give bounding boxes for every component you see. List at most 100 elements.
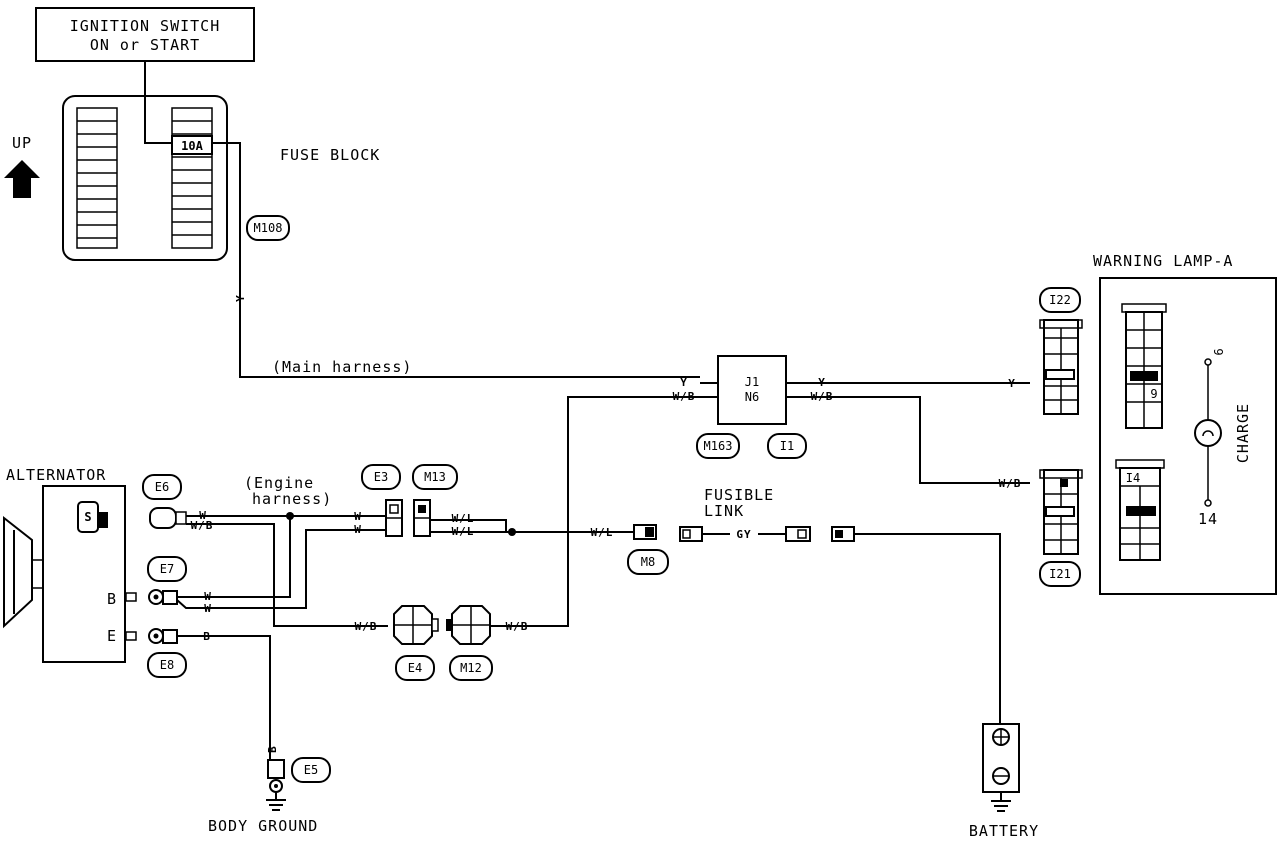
svg-text:B: B bbox=[266, 745, 279, 753]
up-label: UP bbox=[12, 134, 32, 152]
connector-m13-tag: M13 bbox=[412, 464, 458, 490]
svg-text:E8: E8 bbox=[160, 658, 174, 672]
svg-text:M8: M8 bbox=[641, 555, 655, 569]
svg-text:M108: M108 bbox=[254, 221, 283, 235]
connector-e4-tag: E4 bbox=[395, 655, 435, 681]
charge-label: CHARGE bbox=[1234, 403, 1252, 463]
svg-text:W/B: W/B bbox=[191, 519, 214, 532]
battery-ground-icon bbox=[991, 792, 1011, 812]
wire-e7-w-b bbox=[176, 529, 386, 609]
svg-text:B: B bbox=[203, 630, 211, 643]
connector-e7-tag: E7 bbox=[147, 556, 187, 582]
alternator-label: ALTERNATOR bbox=[6, 466, 106, 484]
connector-m13 bbox=[413, 499, 431, 537]
up-arrow-icon bbox=[4, 160, 40, 198]
ignition-switch-state: ON or START bbox=[90, 36, 200, 54]
svg-text:W/B: W/B bbox=[355, 620, 378, 633]
fusible-link-label-1: FUSIBLE bbox=[704, 486, 774, 504]
svg-text:W: W bbox=[204, 590, 212, 603]
svg-text:W: W bbox=[204, 602, 212, 615]
svg-text:W/B: W/B bbox=[506, 620, 529, 633]
pin-14-label: 14 bbox=[1198, 510, 1218, 528]
connector-e4 bbox=[393, 605, 439, 645]
body-ground: B BODY GROUND bbox=[208, 745, 318, 835]
main-harness-label: (Main harness) bbox=[272, 358, 412, 376]
fusible-link-label-2: LINK bbox=[704, 502, 744, 520]
pin-9-connector: 9 bbox=[1150, 387, 1157, 401]
battery: BATTERY bbox=[969, 723, 1039, 840]
svg-text:J1: J1 bbox=[745, 375, 759, 389]
svg-text:W/L: W/L bbox=[591, 526, 614, 539]
svg-text:I1: I1 bbox=[780, 439, 794, 453]
svg-text:E5: E5 bbox=[304, 763, 318, 777]
warning-lamp-label: WARNING LAMP-A bbox=[1093, 252, 1233, 270]
svg-text:N6: N6 bbox=[745, 390, 759, 404]
connector-e3 bbox=[385, 499, 403, 537]
engine-harness-label-1: (Engine bbox=[244, 474, 314, 492]
wire-label-wb-out: W/B bbox=[811, 390, 834, 403]
ground-symbol-icon bbox=[266, 792, 286, 811]
connector-m12 bbox=[446, 605, 491, 645]
connector-i22 bbox=[1039, 319, 1083, 415]
joint-connector: J1 N6 bbox=[717, 355, 787, 425]
fuse-10a-label: 10A bbox=[181, 139, 203, 153]
svg-text:M12: M12 bbox=[460, 661, 482, 675]
svg-text:E4: E4 bbox=[408, 661, 422, 675]
battery-label: BATTERY bbox=[969, 822, 1039, 840]
fuse-column-left bbox=[76, 107, 118, 249]
warning-lamp: WARNING LAMP-A 9 I4 9 14 CHARGE bbox=[1093, 252, 1277, 595]
alternator-e-terminal: E bbox=[107, 627, 117, 645]
svg-text:W: W bbox=[354, 510, 362, 523]
wire-e6-w bbox=[186, 515, 291, 598]
fuse-block-label: FUSE BLOCK bbox=[280, 146, 380, 164]
fuse-column-right: 10A bbox=[171, 107, 213, 249]
wire-e6-wb bbox=[186, 523, 388, 627]
svg-text:W: W bbox=[354, 523, 362, 536]
connector-i21 bbox=[1039, 469, 1083, 555]
ignition-switch: IGNITION SWITCH ON or START bbox=[35, 7, 255, 62]
fusible-link: FUSIBLE LINK GY bbox=[679, 486, 855, 542]
connector-i4-label: I4 bbox=[1126, 471, 1140, 485]
connector-e8 bbox=[148, 628, 178, 644]
ignition-switch-title: IGNITION SWITCH bbox=[70, 17, 220, 35]
svg-text:W: W bbox=[199, 509, 207, 522]
wire-ignition-to-fuse bbox=[144, 61, 172, 144]
up-indicator: UP bbox=[4, 134, 40, 198]
svg-text:W/L: W/L bbox=[452, 512, 475, 525]
body-ground-label: BODY GROUND bbox=[208, 817, 318, 835]
wire-label-y-lamp: Y bbox=[1008, 377, 1016, 390]
connector-e7 bbox=[148, 589, 178, 605]
charge-lamp-icon bbox=[1194, 419, 1222, 447]
connector-m8-tag: M8 bbox=[627, 549, 669, 575]
svg-text:M13: M13 bbox=[424, 470, 446, 484]
svg-text:E7: E7 bbox=[160, 562, 174, 576]
fuse-10a bbox=[171, 135, 213, 155]
connector-m12-tag: M12 bbox=[449, 655, 493, 681]
fuse-block: 10A FUSE BLOCK bbox=[62, 95, 380, 261]
svg-text:M163: M163 bbox=[704, 439, 733, 453]
alternator-b-terminal: B bbox=[107, 590, 117, 608]
connector-e5-tag: E5 bbox=[291, 757, 331, 783]
connector-i22-tag: I22 bbox=[1039, 287, 1081, 313]
connector-m8 bbox=[633, 524, 657, 540]
wire-label-y-in: Y bbox=[680, 376, 688, 389]
pin-9-label: 9 bbox=[1211, 348, 1225, 355]
svg-text:S: S bbox=[84, 510, 91, 524]
connector-e6 bbox=[149, 507, 187, 529]
wire-label-wb-lamp: W/B bbox=[999, 477, 1022, 490]
wire-e8-b bbox=[177, 635, 271, 768]
connector-e8-tag: E8 bbox=[147, 652, 187, 678]
connector-m163-tag: M163 bbox=[696, 433, 740, 459]
pulley-icon bbox=[3, 515, 33, 629]
svg-text:E3: E3 bbox=[374, 470, 388, 484]
svg-text:E6: E6 bbox=[155, 480, 169, 494]
alternator: ALTERNATOR S B E bbox=[3, 466, 137, 663]
wire-battery bbox=[854, 533, 1001, 724]
connector-e6-tag: E6 bbox=[142, 474, 182, 500]
wire-fuse-y bbox=[212, 142, 700, 378]
svg-text:I21: I21 bbox=[1049, 567, 1071, 581]
wire-label-y-vertical: Y bbox=[234, 294, 247, 302]
svg-text:GY: GY bbox=[736, 528, 751, 541]
wire-label-y-out: Y bbox=[818, 376, 826, 389]
